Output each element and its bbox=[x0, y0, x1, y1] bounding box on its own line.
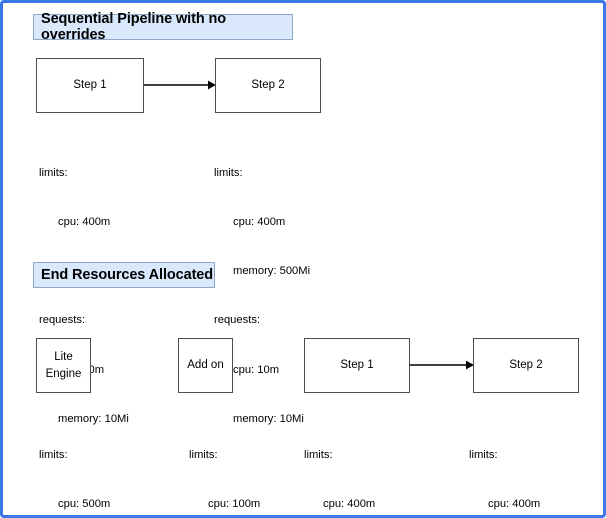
node-label: Step 2 bbox=[509, 359, 543, 372]
resource-spec-step-1-pipeline: limits: cpu: 400m memory: 500Mi requests… bbox=[39, 132, 135, 460]
limits-label: limits: bbox=[39, 448, 68, 461]
requests-cpu: cpu: 10m bbox=[233, 363, 280, 376]
section-banner-end-resources-allocated: End Resources Allocated bbox=[33, 262, 215, 288]
node-lite-engine[interactable]: Lite Engine bbox=[36, 338, 91, 393]
limits-cpu: cpu: 500m bbox=[58, 498, 111, 511]
node-label-line-2: Engine bbox=[45, 367, 82, 380]
limits-cpu: cpu: 400m bbox=[323, 498, 376, 511]
limits-label: limits: bbox=[189, 448, 218, 461]
resource-spec-step-1-allocated: limits: cpu: 400m memory: 500Mi requests… bbox=[304, 414, 400, 515]
limits-cpu: cpu: 100m bbox=[208, 498, 261, 511]
node-step-2-allocated[interactable]: Step 2 bbox=[473, 338, 579, 393]
resource-spec-step-2-allocated: limits: cpu: 400m memory: 500Mi requests… bbox=[469, 414, 565, 515]
limits-label: limits: bbox=[469, 448, 498, 461]
node-step-1-pipeline[interactable]: Step 1 bbox=[36, 58, 144, 113]
limits-label: limits: bbox=[214, 166, 243, 179]
resource-spec-add-on: limits: cpu: 100m memory: 100Mi requests… bbox=[189, 414, 285, 515]
limits-label: limits: bbox=[304, 448, 333, 461]
node-label: Step 1 bbox=[340, 359, 374, 372]
limits-cpu: cpu: 400m bbox=[233, 216, 286, 229]
limits-cpu: cpu: 400m bbox=[488, 498, 541, 511]
arrow-step1-to-step2-pipeline bbox=[144, 80, 216, 90]
section-banner-sequential-pipeline: Sequential Pipeline with no overrides bbox=[33, 11, 293, 43]
limits-cpu: cpu: 400m bbox=[58, 216, 111, 229]
arrow-step1-to-step2-allocated bbox=[410, 360, 474, 370]
node-step-2-pipeline[interactable]: Step 2 bbox=[215, 58, 321, 113]
node-label: Add on bbox=[187, 359, 224, 372]
node-step-1-allocated[interactable]: Step 1 bbox=[304, 338, 410, 393]
resource-spec-lite-engine: limits: cpu: 500m memory: 600Mi requests… bbox=[39, 414, 135, 515]
requests-label: requests: bbox=[214, 314, 261, 327]
node-label-line-1: Lite bbox=[54, 350, 73, 363]
node-label: Step 1 bbox=[73, 79, 107, 92]
requests-memory: memory: 10Mi bbox=[58, 412, 129, 425]
resource-spec-step-2-pipeline: limits: cpu: 400m memory: 500Mi requests… bbox=[214, 132, 310, 460]
node-add-on[interactable]: Add on bbox=[178, 338, 233, 393]
node-label: Step 2 bbox=[251, 79, 285, 92]
limits-label: limits: bbox=[39, 166, 68, 179]
requests-memory: memory: 10Mi bbox=[233, 412, 304, 425]
requests-label: requests: bbox=[39, 314, 86, 327]
limits-memory: memory: 500Mi bbox=[233, 265, 311, 278]
